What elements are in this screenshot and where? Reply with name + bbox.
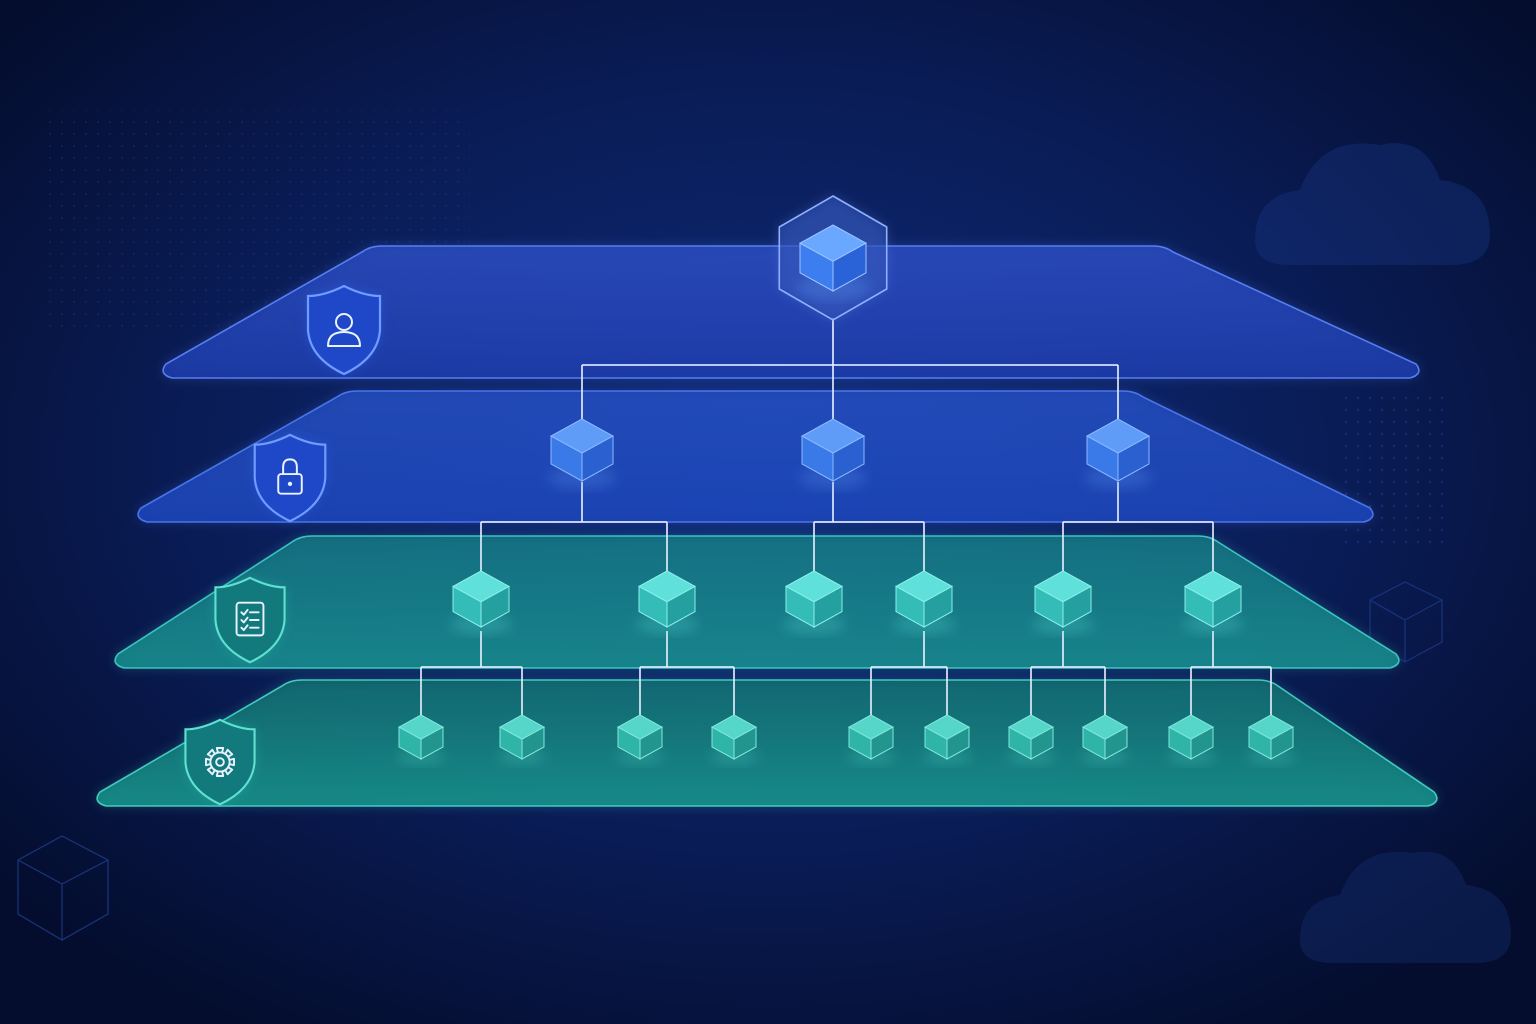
cube-node-icon xyxy=(1246,714,1296,765)
layer-icons xyxy=(184,284,382,806)
lock-shield-icon xyxy=(253,433,327,523)
cloud-icon xyxy=(1255,143,1490,265)
layer-slab-2 xyxy=(137,390,1374,523)
cube-node-icon xyxy=(636,570,698,634)
hierarchy-nodes xyxy=(396,195,1296,765)
cube-node-icon xyxy=(1182,570,1244,634)
wireframe-cube-icon xyxy=(17,835,109,941)
cube-node-icon xyxy=(783,570,845,634)
dot-grid xyxy=(1340,390,1450,550)
cube-node-icon xyxy=(1006,714,1056,765)
cube-node-icon xyxy=(893,570,955,634)
layer-stack xyxy=(96,245,1438,807)
cube-node-icon xyxy=(497,714,547,765)
cube-node-icon xyxy=(798,418,868,489)
layer-slab-4 xyxy=(96,679,1438,807)
cube-node-icon xyxy=(547,418,617,489)
cube-node-icon xyxy=(450,570,512,634)
user-shield-icon xyxy=(306,284,382,376)
cube-node-icon xyxy=(709,714,759,765)
layer-slab-1 xyxy=(162,245,1420,379)
cube-node-icon xyxy=(615,714,665,765)
cube-node-icon xyxy=(1080,714,1130,765)
cube-node-icon xyxy=(922,714,972,765)
cube-node-icon xyxy=(846,714,896,765)
cube-node-icon xyxy=(396,714,446,765)
checklist-shield-icon xyxy=(214,576,286,664)
cube-node-icon xyxy=(1032,570,1094,634)
cube-node-icon xyxy=(1083,418,1153,489)
cube-node-icon xyxy=(1166,714,1216,765)
cloud-icon xyxy=(1300,851,1511,963)
root-cube-icon xyxy=(796,224,870,300)
gear-shield-icon xyxy=(184,718,256,806)
